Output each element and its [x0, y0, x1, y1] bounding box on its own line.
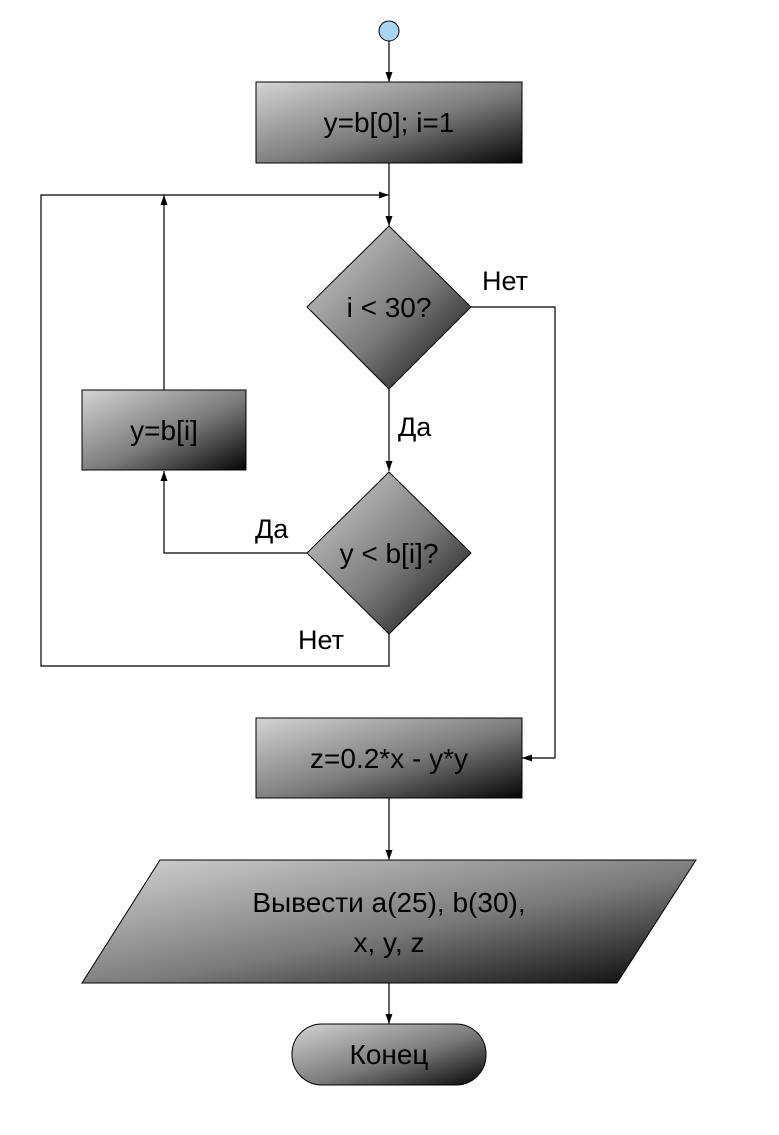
max-decision-diamond	[306, 471, 472, 635]
end-terminator	[291, 1023, 487, 1086]
output-label-line1: Вывести a(25), b(30),	[252, 887, 525, 918]
assign-max-label: y=b[i]	[130, 415, 198, 446]
assign-max-box	[81, 389, 247, 471]
output-label-line2: x, y, z	[353, 927, 424, 958]
loop-decision-label: i < 30?	[347, 292, 432, 323]
edge-label-loop-no: Нет	[482, 266, 528, 296]
end-label: Конец	[350, 1039, 429, 1070]
edge-max-no-loopback	[40, 191, 390, 667]
calc-z-box	[255, 717, 523, 799]
edge-label-max-yes: Да	[255, 514, 289, 544]
calc-z-label: z=0.2*x - y*y	[310, 743, 468, 774]
output-parallelogram	[81, 859, 697, 984]
init-process-box	[255, 81, 523, 164]
edge-label-max-no: Нет	[298, 625, 344, 655]
max-decision-label: y < b[i]?	[340, 538, 439, 569]
start-node	[378, 20, 400, 42]
init-label: y=b[0]; i=1	[324, 107, 455, 138]
edge-max-yes	[160, 471, 307, 554]
edge-loop-no	[471, 306, 556, 762]
edge-label-loop-yes: Да	[398, 412, 432, 442]
loop-decision-diamond	[306, 225, 472, 390]
